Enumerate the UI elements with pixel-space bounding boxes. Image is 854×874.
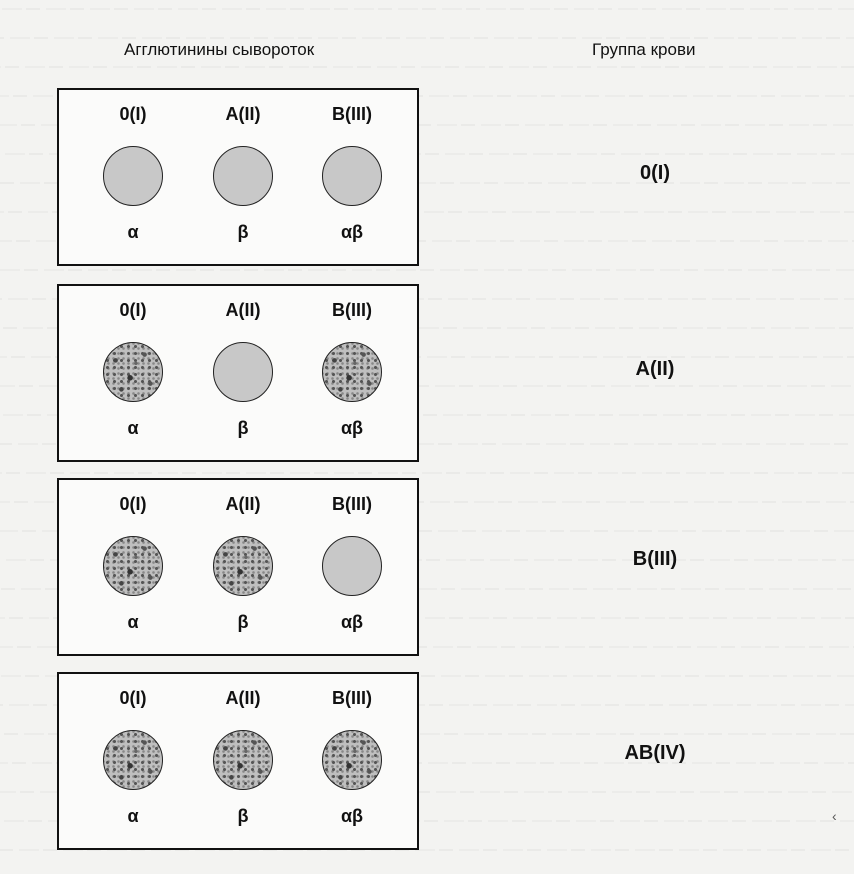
column-label: 0(I) [119, 688, 147, 708]
column-label: B(III) [332, 104, 372, 124]
no-agglutination-well [213, 146, 273, 206]
column-label: A(II) [225, 494, 261, 514]
serum-label: α [127, 806, 139, 826]
test-panel-2: 0(I) α A(II) β B(III) αβ [57, 284, 419, 462]
corner-mark: ‹ [832, 808, 837, 824]
no-agglutination-well [322, 536, 382, 596]
blood-group-header: Группа крови [592, 40, 696, 59]
agglutination-well [103, 536, 163, 596]
blood-group-label: B(III) [632, 548, 678, 570]
serum-label: β [237, 612, 249, 632]
serum-label: α [127, 612, 139, 632]
column-label: 0(I) [119, 494, 147, 514]
agglutination-well [103, 730, 163, 790]
test-panel-1: 0(I) α A(II) β B(III) αβ [57, 88, 419, 266]
serum-label: β [237, 806, 249, 826]
agglutinins-header: Агглютинины сывороток [124, 40, 315, 59]
serum-label: β [237, 222, 249, 242]
agglutination-well [213, 536, 273, 596]
column-label: 0(I) [119, 300, 147, 320]
serum-label: αβ [340, 418, 364, 438]
no-agglutination-well [103, 146, 163, 206]
agglutination-well [103, 342, 163, 402]
column-label: B(III) [332, 300, 372, 320]
serum-label: α [127, 222, 139, 242]
test-panel-4: 0(I) α A(II) β B(III) αβ [57, 672, 419, 850]
no-agglutination-well [322, 146, 382, 206]
test-panel-3: 0(I) α A(II) β B(III) αβ [57, 478, 419, 656]
column-label: B(III) [332, 688, 372, 708]
column-label: 0(I) [119, 104, 147, 124]
serum-label: β [237, 418, 249, 438]
column-label: A(II) [225, 104, 261, 124]
serum-label: αβ [340, 612, 364, 632]
agglutination-well [322, 730, 382, 790]
blood-group-label: AB(IV) [624, 742, 686, 764]
column-label: B(III) [332, 494, 372, 514]
serum-label: αβ [340, 806, 364, 826]
no-agglutination-well [213, 342, 273, 402]
agglutination-well [213, 730, 273, 790]
blood-group-label: A(II) [635, 358, 675, 380]
agglutination-well [322, 342, 382, 402]
column-label: A(II) [225, 688, 261, 708]
serum-label: α [127, 418, 139, 438]
column-label: A(II) [225, 300, 261, 320]
serum-label: αβ [340, 222, 364, 242]
blood-group-label: 0(I) [640, 162, 670, 184]
